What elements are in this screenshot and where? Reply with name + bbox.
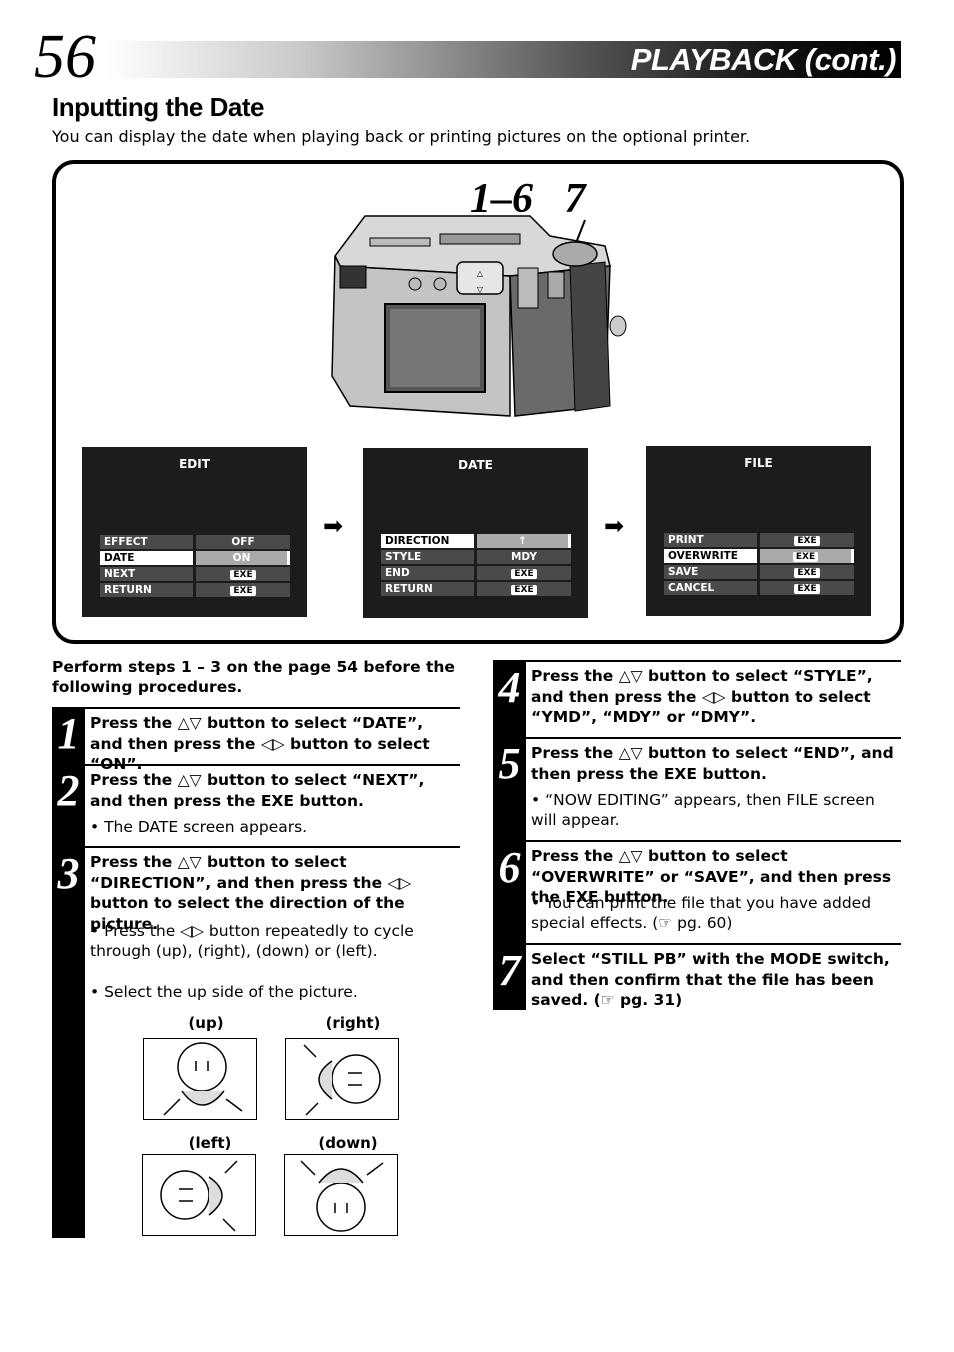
step-number: 6 xyxy=(498,843,521,892)
divider xyxy=(526,943,901,945)
divider xyxy=(85,764,460,766)
menu-row-print: PRINT EXE xyxy=(664,533,854,547)
caption-down: (down) xyxy=(318,1134,378,1152)
menu-row-next: NEXT EXE xyxy=(100,567,290,581)
menu-row-cancel: CANCEL EXE xyxy=(664,581,854,595)
menu-value: ON xyxy=(196,551,290,565)
screen-title: FILE xyxy=(744,456,773,470)
exe-badge: EXE xyxy=(230,586,256,596)
svg-text:▽: ▽ xyxy=(477,285,484,294)
baby-left-picture xyxy=(142,1154,256,1236)
step-1-text: Press the △▽ button to select “DATE”, an… xyxy=(90,714,430,773)
step-4-text: Press the △▽ button to select “STYLE”, a… xyxy=(531,667,873,726)
menu-value: EXE xyxy=(196,583,290,597)
menu-row-return: RETURN EXE xyxy=(100,583,290,597)
section-title: Inputting the Date xyxy=(52,92,264,122)
step-number: 7 xyxy=(498,946,521,995)
menu-value: EXE xyxy=(760,549,854,563)
exe-badge: EXE xyxy=(511,585,537,595)
menu-label: END xyxy=(381,566,474,580)
step-2-text: Press the △▽ button to select “NEXT”, an… xyxy=(90,771,425,810)
step-2-note: • The DATE screen appears. xyxy=(90,818,308,836)
divider xyxy=(526,660,901,662)
step-7-text: Select “STILL PB” with the MODE switch, … xyxy=(531,950,890,1009)
step-number: 1 xyxy=(57,709,80,758)
menu-value: EXE xyxy=(196,567,290,581)
divider xyxy=(526,840,901,842)
left-step-bar xyxy=(52,707,85,1238)
baby-up-picture xyxy=(143,1038,257,1120)
menu-label: DIRECTION xyxy=(381,534,474,548)
baby-right-picture xyxy=(285,1038,399,1120)
baby-down-picture xyxy=(284,1154,398,1236)
svg-text:△: △ xyxy=(477,269,484,278)
menu-row-overwrite: OVERWRITE EXE xyxy=(664,549,854,563)
header-gradient-bar xyxy=(104,41,901,78)
step-3-note-1: • Press the ◁▷ button repeatedly to cycl… xyxy=(90,922,414,960)
intro-text: You can display the date when playing ba… xyxy=(52,127,751,146)
menu-label: RETURN xyxy=(100,583,193,597)
menu-row-return: RETURN EXE xyxy=(381,582,571,596)
screen-title: DATE xyxy=(458,458,493,472)
caption-up: (up) xyxy=(188,1014,224,1032)
caption-left: (left) xyxy=(188,1134,232,1152)
step-number: 2 xyxy=(57,766,80,815)
step-3-text: Press the △▽ button to select “DIRECTION… xyxy=(90,853,412,933)
menu-value: EXE xyxy=(477,582,571,596)
step-6-note: • You can print the file that you have a… xyxy=(531,894,872,932)
exe-badge: EXE xyxy=(794,536,820,546)
menu-value: ↑ xyxy=(477,534,571,548)
step-number: 4 xyxy=(498,663,521,712)
menu-value: EXE xyxy=(760,565,854,579)
exe-badge: EXE xyxy=(794,568,820,578)
step-5-note: • “NOW EDITING” appears, then FILE scree… xyxy=(531,791,875,829)
illustration-frame xyxy=(52,160,904,644)
menu-label: EFFECT xyxy=(100,535,193,549)
menu-row-end: END EXE xyxy=(381,566,571,580)
menu-value: MDY xyxy=(477,550,571,564)
menu-row-save: SAVE EXE xyxy=(664,565,854,579)
screen-title: EDIT xyxy=(179,457,210,471)
menu-label: CANCEL xyxy=(664,581,757,595)
step-callout: 1–6 7 xyxy=(470,176,586,222)
prerequisite-note: Perform steps 1 – 3 on the page 54 befor… xyxy=(52,658,455,696)
page-number: 56 xyxy=(34,23,96,91)
menu-value: OFF xyxy=(196,535,290,549)
divider xyxy=(85,846,460,848)
exe-badge: EXE xyxy=(792,552,819,562)
menu-label: OVERWRITE xyxy=(664,549,757,563)
exe-badge: EXE xyxy=(230,570,256,580)
step-6-text: Press the △▽ button to select “OVERWRITE… xyxy=(531,847,892,906)
next-arrow-icon: ➡ xyxy=(323,512,344,540)
chapter-title: PLAYBACK (cont.) xyxy=(630,42,897,77)
exe-badge: EXE xyxy=(794,584,820,594)
menu-label: PRINT xyxy=(664,533,757,547)
step-3-note-2: • Select the up side of the picture. xyxy=(90,983,358,1001)
right-step-bar xyxy=(493,660,526,1010)
menu-value: EXE xyxy=(760,581,854,595)
step-number: 3 xyxy=(57,849,80,898)
caption-right: (right) xyxy=(325,1014,381,1032)
divider xyxy=(85,707,460,709)
exe-badge: EXE xyxy=(511,569,537,579)
menu-label: SAVE xyxy=(664,565,757,579)
camera-illustration: △ ▽ xyxy=(331,215,627,417)
menu-label: STYLE xyxy=(381,550,474,564)
menu-row-direction: DIRECTION↑ xyxy=(381,534,571,548)
next-arrow-icon: ➡ xyxy=(604,512,625,540)
step-5-text: Press the △▽ button to select “END”, and… xyxy=(531,744,894,783)
menu-value: EXE xyxy=(760,533,854,547)
step-number: 5 xyxy=(498,739,521,788)
menu-label: NEXT xyxy=(100,567,193,581)
file-menu-screen: FILE PRINT EXE OVERWRITE EXE SAVE EXE CANCE… xyxy=(646,446,871,616)
divider xyxy=(526,737,901,739)
menu-label: DATE xyxy=(100,551,193,565)
menu-value: EXE xyxy=(477,566,571,580)
menu-label: RETURN xyxy=(381,582,474,596)
